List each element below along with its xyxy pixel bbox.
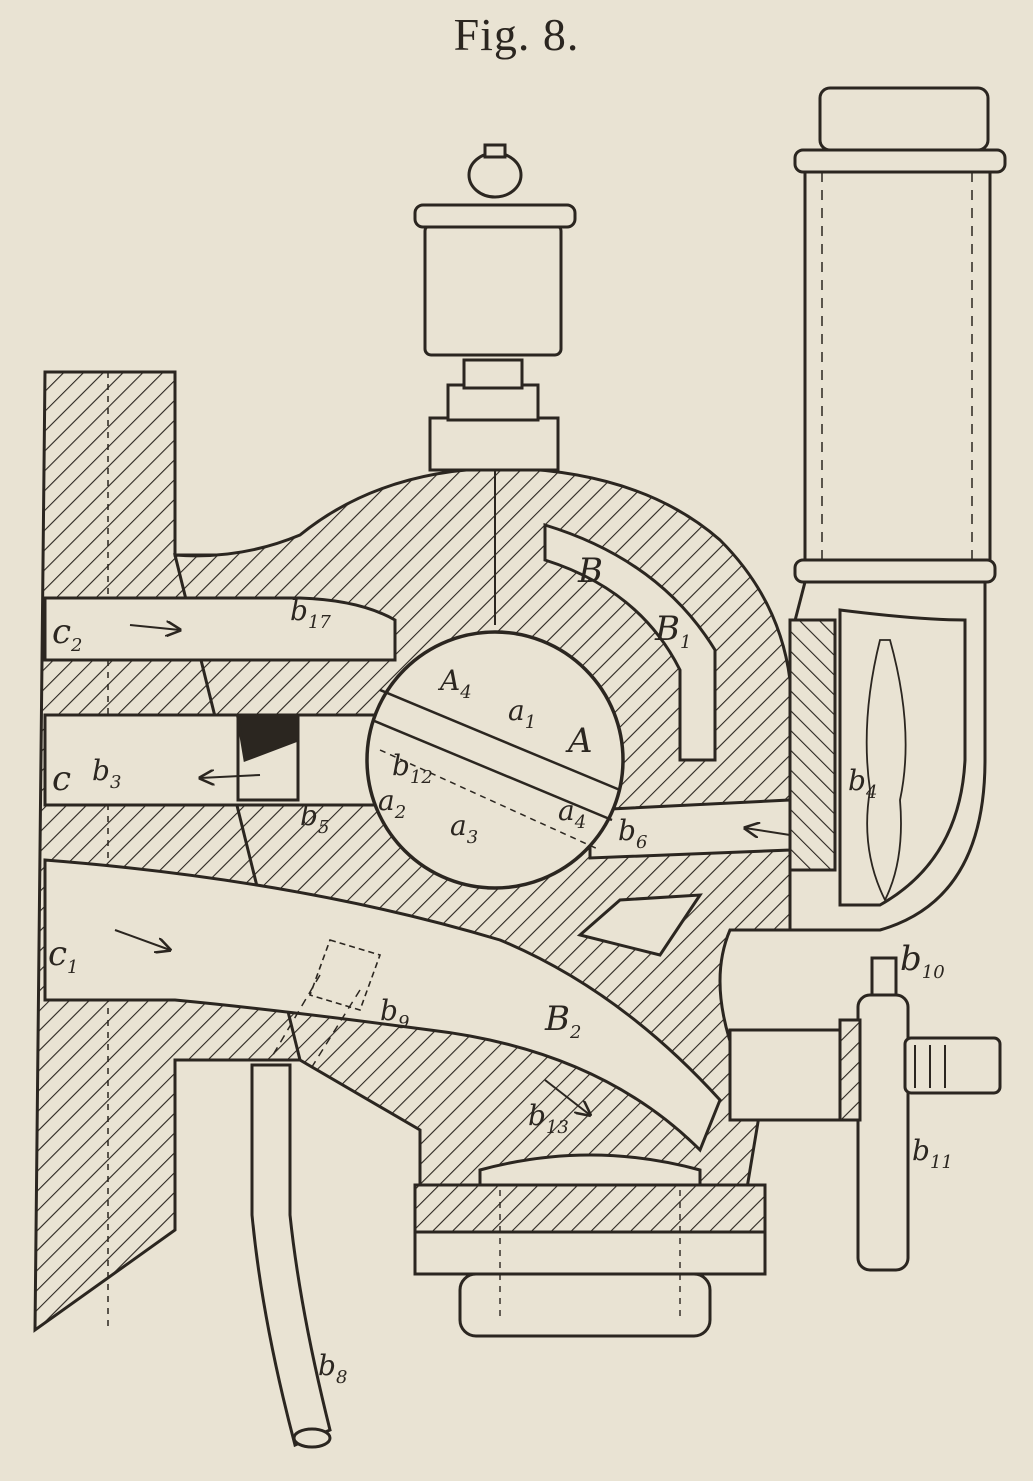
label-a2: a2	[378, 784, 406, 823]
hose-b8	[250, 1063, 332, 1448]
channel-c2	[43, 596, 397, 662]
label-a1: a1	[508, 694, 536, 733]
label-A: A	[565, 721, 593, 761]
chimney-tube	[803, 170, 992, 564]
label-a4: a4	[558, 794, 586, 833]
label-c: c	[52, 759, 71, 799]
label-b5: b5	[300, 799, 329, 838]
screw-cock	[903, 1036, 1002, 1095]
label-B: B	[577, 551, 603, 591]
label-b17: b17	[290, 594, 331, 633]
channel-b1	[543, 522, 717, 762]
label-b4: b4	[848, 764, 877, 803]
label-A4: A4	[437, 664, 472, 703]
bottom-plug	[478, 1153, 702, 1187]
label-a3: a3	[450, 809, 478, 848]
label-B2: B2	[544, 999, 581, 1043]
label-b11: b11	[912, 1134, 953, 1173]
tube-b11	[856, 993, 910, 1272]
label-b3: b3	[92, 754, 121, 793]
chimney-cap	[818, 86, 990, 152]
inner-slot	[576, 893, 703, 957]
stem-block	[428, 416, 560, 472]
label-c2: c2	[52, 612, 83, 656]
channel-c1	[43, 858, 722, 1153]
label-c1: c1	[48, 934, 79, 978]
flame	[865, 639, 907, 903]
label-b6: b6	[618, 814, 647, 853]
label-b8: b8	[318, 1349, 347, 1388]
figure-caption: Fig. 8.	[453, 9, 580, 60]
label-b9: b9	[380, 994, 409, 1033]
oil-cup	[423, 223, 563, 357]
rotary-plug	[365, 630, 625, 890]
label-B1: B1	[654, 609, 691, 653]
nozzle-b10	[870, 956, 898, 1000]
pipe-b9	[308, 939, 382, 1011]
bottom-flange	[413, 1230, 767, 1276]
label-b10: b10	[900, 939, 945, 983]
label-b12: b12	[392, 749, 433, 788]
label-b13: b13	[528, 1099, 569, 1138]
